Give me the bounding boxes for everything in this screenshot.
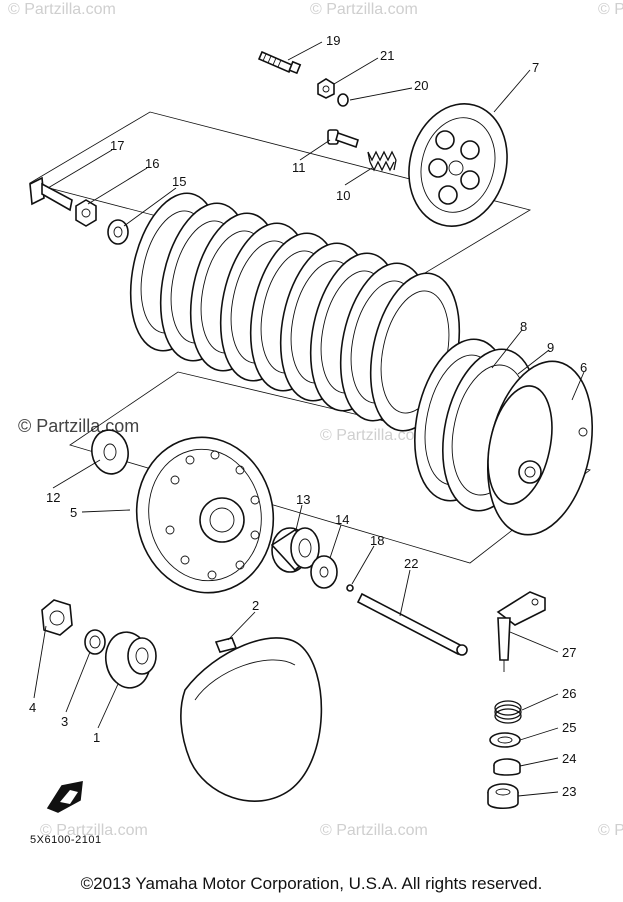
clutch-boss-outline [69, 371, 591, 564]
callout-10: 10 [336, 188, 350, 203]
hex-nut [75, 199, 97, 227]
watermark-tile: © Partzilla.com [310, 1, 418, 18]
callout-23: 23 [562, 784, 576, 799]
callout-8: 8 [520, 319, 527, 334]
spacer-washer [310, 555, 338, 589]
spacer-sleeve [270, 527, 320, 573]
callout-14: 14 [335, 512, 349, 527]
callout-26: 26 [562, 686, 576, 701]
thrust-washer [91, 429, 129, 475]
steel-ball [346, 584, 354, 592]
callout-25: 25 [562, 720, 576, 735]
callout-6: 6 [580, 360, 587, 375]
callout-15: 15 [172, 174, 186, 189]
callout-9: 9 [547, 340, 554, 355]
callout-leaders [33, 41, 585, 797]
callout-18: 18 [370, 533, 384, 548]
clutch-spring-screw [327, 129, 359, 149]
pressure-plate [408, 103, 508, 227]
callout-11: 11 [292, 160, 306, 175]
callout-17: 17 [110, 138, 124, 153]
callout-12: 12 [46, 490, 60, 505]
lock-washer [107, 219, 129, 245]
callout-16: 16 [145, 156, 159, 171]
push-rod-short [29, 176, 73, 212]
callout-22: 22 [404, 556, 418, 571]
callout-1: 1 [93, 730, 100, 745]
callout-2: 2 [252, 598, 259, 613]
clutch-washer [84, 629, 106, 655]
callout-5: 5 [70, 505, 77, 520]
crankcase-cover [180, 637, 323, 802]
callout-27: 27 [562, 645, 576, 660]
callout-numbers: 19 21 20 7 11 10 17 16 15 8 9 6 12 5 13 … [29, 33, 587, 799]
clutch-housing [135, 436, 275, 594]
callout-19: 19 [326, 33, 340, 48]
primary-drive-gear [104, 631, 157, 689]
watermark-tile: © Partzilla.com [598, 1, 623, 18]
callout-20: 20 [414, 78, 428, 93]
push-rod-long [356, 592, 468, 656]
watermark-side: © Partzilla.com [18, 416, 139, 436]
watermark-tile: © Partzilla.com [320, 822, 428, 839]
callout-21: 21 [380, 48, 394, 63]
return-spring [494, 700, 522, 724]
front-direction-icon [46, 781, 83, 813]
drawing-code: 5X6100-2101 [30, 834, 102, 846]
watermark-tile: © Partzilla.com [598, 822, 623, 839]
copyright-notice: ©2013 Yamaha Motor Corporation, U.S.A. A… [80, 874, 543, 893]
callout-3: 3 [61, 714, 68, 729]
watermark-tile: © Partzilla.com [40, 822, 148, 839]
watermark-tile: © Partzilla.com [8, 1, 116, 18]
callout-24: 24 [562, 751, 576, 766]
spring-washer [337, 93, 349, 107]
clutch-boss [486, 360, 594, 536]
clutch-nut [41, 599, 73, 636]
lock-nut [317, 78, 335, 99]
push-lever-shaft [496, 591, 546, 672]
compression-spring [367, 150, 397, 172]
watermark-tiles: © Partzilla.com © Partzilla.com © Partzi… [8, 1, 623, 839]
callout-4: 4 [29, 700, 36, 715]
bushing [487, 783, 519, 810]
adjusting-screw [257, 50, 302, 75]
thrust-washer-small [493, 758, 521, 776]
oil-seal [489, 732, 521, 748]
callout-7: 7 [532, 60, 539, 75]
friction-plate-stack [129, 192, 461, 432]
callout-13: 13 [296, 492, 310, 507]
